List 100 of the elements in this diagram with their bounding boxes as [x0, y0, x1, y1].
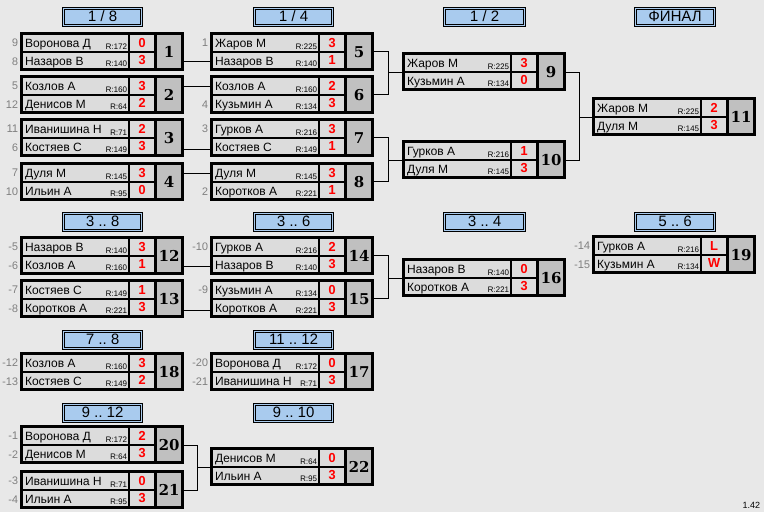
round-header: 1 / 8 — [62, 7, 143, 27]
rating-label: R:64 — [300, 456, 317, 466]
player-name: Иванишина Н — [215, 374, 292, 388]
rating-label: R:149 — [106, 379, 127, 388]
match-box — [20, 352, 184, 391]
match-number: 1 — [164, 42, 174, 60]
match-number: 8 — [354, 172, 364, 190]
rating-label: R:145 — [678, 124, 699, 133]
seed-number: 4 — [202, 98, 208, 112]
match-box — [402, 52, 566, 91]
score-value: 3 — [328, 122, 336, 136]
player-name: Назаров В — [215, 258, 274, 272]
player-name: Денисов М — [215, 451, 276, 465]
rating-label: R:216 — [678, 244, 699, 254]
score-value: 2 — [138, 373, 146, 388]
player-name: Иванишина Н — [25, 474, 102, 488]
seed-number: -14 — [574, 239, 590, 253]
score-value: 3 — [520, 161, 528, 176]
player-name: Ильин А — [215, 468, 262, 482]
match-number: 7 — [354, 128, 364, 146]
player-name: Костяев С — [25, 374, 82, 388]
seed-number: -21 — [192, 375, 208, 389]
score-value: 3 — [328, 373, 336, 388]
match-box — [592, 97, 756, 136]
match-number: 11 — [730, 108, 752, 126]
score-value: 1 — [520, 144, 528, 158]
rating-label: R:149 — [296, 145, 317, 154]
rating-label: R:95 — [110, 497, 127, 506]
match-box — [20, 425, 184, 464]
rating-label: R:225 — [678, 106, 699, 116]
match-number: 13 — [158, 290, 180, 308]
rating-label: R:160 — [106, 84, 127, 94]
match-number: 12 — [158, 246, 180, 264]
player-name: Костяев С — [25, 283, 82, 297]
match-box — [20, 118, 184, 157]
match-box — [20, 162, 184, 201]
score-value: 3 — [328, 96, 336, 110]
seed-number: 1 — [202, 36, 208, 50]
player-name: Гурков А — [215, 240, 264, 254]
seed-number: 9 — [12, 36, 18, 50]
score-value: 1 — [138, 257, 146, 272]
rating-label: R:95 — [110, 189, 127, 198]
player-name: Дуля М — [597, 118, 638, 132]
score-value: 0 — [520, 73, 528, 88]
rating-label: R:160 — [296, 84, 317, 94]
score-value: 0 — [328, 450, 336, 465]
seed-number: -20 — [192, 356, 208, 370]
player-name: Козлов А — [25, 258, 76, 272]
rating-label: R:172 — [106, 42, 127, 50]
seed-number: -1 — [8, 429, 18, 443]
score-value: 0 — [328, 356, 336, 370]
rating-label: R:216 — [488, 150, 509, 158]
match-box — [592, 235, 756, 274]
score-value: 2 — [710, 100, 718, 115]
bracket-line — [184, 86, 210, 87]
bracket-line — [374, 278, 402, 299]
match-number: 22 — [348, 458, 370, 476]
score-value: 3 — [328, 300, 336, 314]
score-value: 0 — [520, 262, 528, 276]
player-name: Коротков А — [25, 300, 88, 314]
bracket-line — [184, 173, 210, 174]
match-box — [402, 258, 566, 297]
rating-label: R:95 — [300, 474, 317, 483]
score-value: 3 — [328, 36, 336, 50]
bracket-line — [374, 72, 402, 95]
rating-label: R:64 — [110, 102, 127, 111]
seed-number: -15 — [574, 258, 590, 272]
score-value: 3 — [138, 240, 146, 254]
score-value: 2 — [138, 96, 146, 110]
match-box — [210, 75, 374, 114]
score-value: 2 — [138, 122, 146, 136]
seed-number: -6 — [8, 259, 18, 273]
rating-label: R:71 — [110, 480, 127, 488]
rating-label: R:221 — [296, 306, 317, 315]
player-name: Костяев С — [25, 140, 82, 154]
match-number: 9 — [546, 62, 556, 80]
player-name: Воронова Д — [215, 356, 281, 370]
rating-label: R:71 — [110, 128, 127, 136]
rating-label: R:145 — [106, 172, 127, 180]
player-name: Жаров М — [215, 36, 266, 50]
match-number: 16 — [540, 268, 562, 286]
rating-label: R:172 — [106, 434, 127, 444]
rating-label: R:140 — [106, 246, 127, 254]
rating-label: R:134 — [488, 79, 509, 88]
match-box — [210, 447, 374, 486]
score-value: 2 — [328, 78, 336, 93]
player-name: Дуля М — [407, 162, 448, 176]
score-value: 0 — [138, 474, 146, 488]
match-box — [210, 162, 374, 201]
rating-label: R:134 — [678, 262, 699, 271]
seed-number: -4 — [8, 493, 18, 507]
seed-number: 3 — [202, 122, 208, 136]
player-name: Назаров В — [407, 262, 466, 276]
version-number: 1.42 — [742, 500, 760, 510]
player-name: Кузьмин А — [215, 283, 273, 297]
score-value: 3 — [138, 166, 146, 180]
player-name: Коротков А — [215, 300, 278, 314]
match-box — [20, 32, 184, 71]
player-name: Дуля М — [25, 166, 66, 180]
seed-number: -9 — [198, 283, 208, 297]
